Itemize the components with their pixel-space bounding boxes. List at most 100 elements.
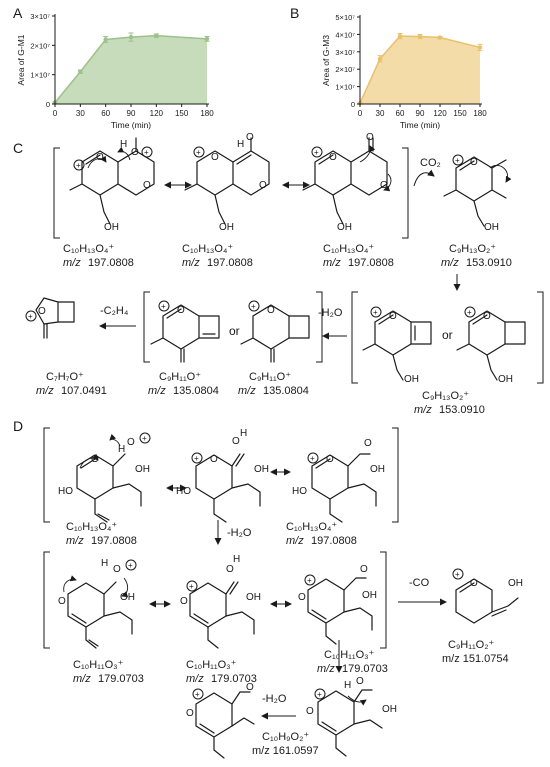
c-value-2: 197.0808 <box>207 257 253 269</box>
y-tick-label: 0 <box>351 100 355 109</box>
ho-label: HO <box>292 486 307 497</box>
molecule-d2 <box>195 453 261 523</box>
d-mz-6: m/z 151.0754 <box>442 653 509 665</box>
oh-label: OH <box>498 374 513 385</box>
c-or-2: or <box>229 324 240 338</box>
x-tick-label: 0 <box>53 109 58 118</box>
c-formula-1: C₁₀H₁₃O₄⁺ <box>63 243 114 255</box>
o-label: O <box>298 592 306 603</box>
d-formula-3: C₁₀H₁₁O₃⁺ <box>73 659 124 671</box>
oh-label: OH <box>382 704 397 715</box>
molecule-c8 <box>240 304 310 363</box>
molecule-c7 <box>150 304 220 363</box>
molecule-d4 <box>67 581 133 649</box>
d-minus-h2o-2: -H₂O <box>262 693 287 705</box>
o-label: O <box>470 578 478 589</box>
o-label: O <box>259 180 267 191</box>
data-point <box>397 33 403 39</box>
h-label: H <box>120 139 127 150</box>
oh-label: OH <box>219 222 234 233</box>
o-label: O <box>211 152 219 163</box>
x-tick-label: 120 <box>150 109 164 118</box>
oh-label: OH <box>120 592 135 603</box>
x-tick-label: 30 <box>376 109 385 118</box>
o-carbonyl: O <box>366 132 374 143</box>
x-tick-label: 120 <box>433 109 447 118</box>
ho-label: HO <box>58 486 73 497</box>
cation-4: + <box>455 156 460 165</box>
c-co2: CO₂ <box>420 157 441 169</box>
oh-label: OH <box>370 464 385 475</box>
d-mz-1: m/z <box>66 535 84 547</box>
area-fill-a <box>55 35 207 104</box>
o-label: O <box>127 437 135 448</box>
c-value-5: 153.0910 <box>439 404 485 416</box>
bracket-d2-right <box>380 551 387 649</box>
oh-label: OH <box>484 222 499 233</box>
o-label: O <box>131 147 139 158</box>
scheme-d: O H O + HO OH C₁₀H₁₃O₄⁺ m/z 197.0808 + O… <box>43 427 523 759</box>
panel-label-a: A <box>13 5 23 21</box>
d-minus-h2o: -H₂O <box>227 527 252 539</box>
d-value-2: 197.0808 <box>311 535 357 547</box>
c-formula-8: C₇H₇O⁺ <box>46 371 84 383</box>
c-mz-8: m/z <box>36 385 54 397</box>
bracket-left <box>53 147 60 239</box>
y-tick-label: 0 <box>46 100 50 109</box>
bracket-right-2 <box>537 291 544 384</box>
cation-2: + <box>196 148 201 157</box>
y-tick-label: 1×10⁷ <box>335 83 355 92</box>
d-mz-3: m/z <box>73 673 91 685</box>
x-tick-label: 150 <box>175 109 189 118</box>
data-point <box>437 35 443 40</box>
d-value-3: 179.0703 <box>98 673 144 685</box>
c-or-1: or <box>442 328 453 342</box>
o-label: O <box>177 305 185 316</box>
bracket-d1-right <box>392 427 399 523</box>
c-mz-1: m/z <box>63 257 81 269</box>
cation-d1: + <box>142 434 147 443</box>
o-label: O <box>226 564 234 575</box>
data-point <box>128 34 134 40</box>
o-label: O <box>58 596 66 607</box>
bracket-left-3 <box>143 291 150 363</box>
x-tick-label: 30 <box>76 109 85 118</box>
c-mz-5: m/z <box>414 404 432 416</box>
c-formula-6: C₉H₁₁O⁺ <box>159 371 201 383</box>
d-formula-7: C₁₀H₉O₂⁺ <box>262 731 309 743</box>
series-line-b <box>359 35 481 104</box>
x-tick-label: 0 <box>358 109 363 118</box>
c-mz-3: m/z <box>323 257 341 269</box>
d-mz-7: m/z 161.0597 <box>252 745 319 757</box>
c-mz-2: m/z <box>182 257 200 269</box>
molecule-d8 <box>317 689 383 757</box>
d-formula-2: C₁₀H₁₃O₄⁺ <box>286 521 337 533</box>
molecule-c6 <box>456 310 526 381</box>
o-label: O <box>329 152 337 163</box>
bracket-right-3 <box>316 291 323 363</box>
cation-9: + <box>28 312 33 321</box>
o-label: O <box>143 180 151 191</box>
cation-1: + <box>76 161 81 170</box>
c-formula-3: C₁₀H₁₃O₄⁺ <box>323 243 374 255</box>
molecule-d5 <box>189 581 255 649</box>
d-formula-4: C₁₀H₁₁O₃⁺ <box>186 659 237 671</box>
d-mz-5: m/z <box>317 663 335 675</box>
molecule-c1 <box>69 137 155 225</box>
cation-8: + <box>251 302 256 311</box>
c-value-3: 197.0808 <box>348 257 394 269</box>
oh-label: OH <box>254 464 269 475</box>
cation-3: + <box>314 148 319 157</box>
bracket-right <box>402 147 409 239</box>
molecule-d3 <box>311 453 377 523</box>
y-tick-label: 2×10⁷ <box>335 65 355 74</box>
oh-label: OH <box>508 578 523 589</box>
o-top: O <box>246 132 254 143</box>
d-formula-5: C₁₀H₁₁O₃⁺ <box>324 649 375 661</box>
x-tick-label: 90 <box>127 109 136 118</box>
x-axis-label: Time (min) <box>400 120 440 130</box>
cation-d4: + <box>128 561 133 570</box>
cation-d8: + <box>317 690 322 699</box>
x-tick-label: 150 <box>453 109 467 118</box>
